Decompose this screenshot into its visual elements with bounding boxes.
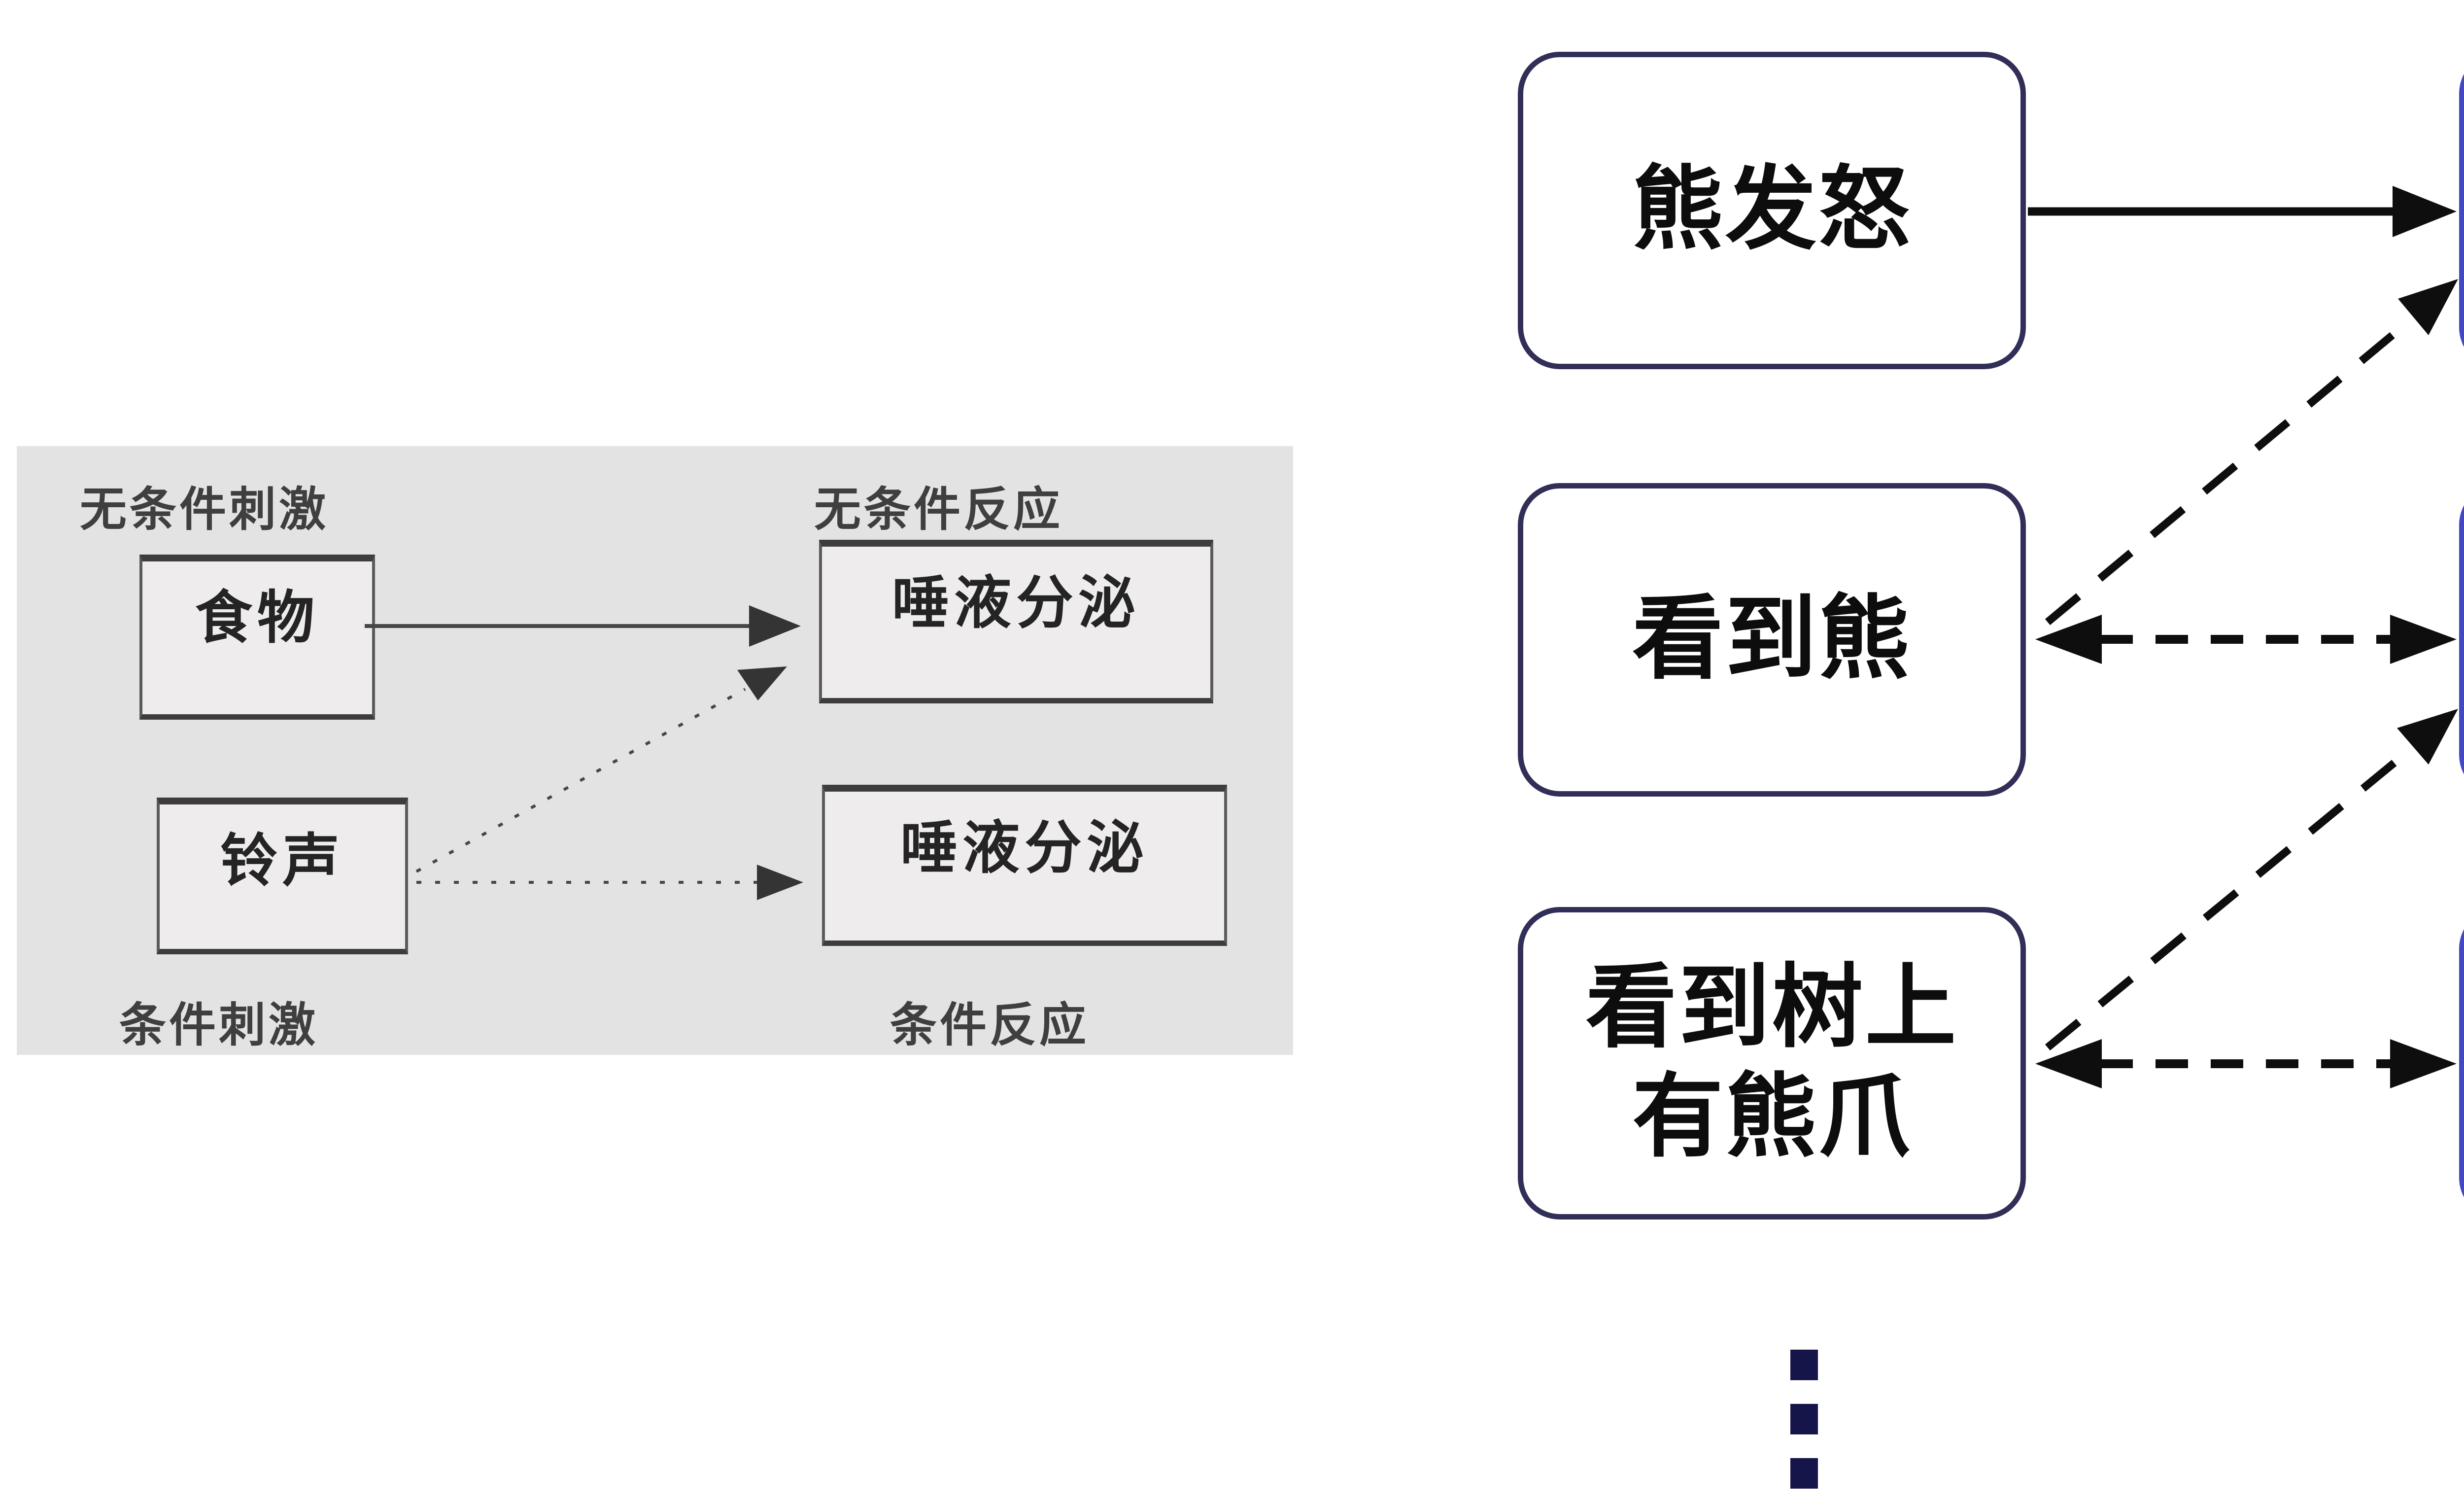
ellipsis-dot [1790,1458,1818,1489]
node-see-bear: 看到熊 [1518,483,2026,797]
box-food: 食物 [139,555,375,720]
arrow-bear-to-reward [2028,186,2457,237]
ellipsis-left-column [1790,1350,1818,1489]
node-see-claw-marks-label: 看到树上 有熊爪 [1586,954,1958,1173]
arrow-bell-to-salivation-diagonal [415,666,787,873]
classical-conditioning-panel: 无条件刺激 无条件反应 食物 唾液分泌 铃声 唾液分泌 条件刺激 条件反应 [17,446,1293,1055]
box-salivation-unconditioned-label: 唾液分泌 [892,571,1140,635]
node-see-claw-marks: 看到树上 有熊爪 [1518,907,2026,1220]
arrow-claw-vs-state [2035,1039,2457,1088]
arrow-see-bear-to-reward [2045,279,2458,626]
label-unconditioned-stimulus: 无条件刺激 [80,484,329,536]
box-bell-label: 铃声 [220,829,344,893]
ellipsis-dot [1790,1350,1818,1380]
ellipsis-dot [1790,1404,1818,1434]
box-salivation-conditioned: 唾液分泌 [822,785,1227,946]
node-bear-angry: 熊发怒 [1518,52,2026,369]
node-see-bear-label: 看到熊 [1632,589,1912,690]
box-salivation-unconditioned: 唾液分泌 [819,540,1213,703]
arrow-bell-to-salivation-horizontal [416,865,803,900]
label-conditioned-response: 条件反应 [890,999,1090,1051]
arrow-claw-to-vs-next [2045,709,2458,1051]
claw-line-2: 有熊爪 [1632,1067,1912,1168]
label-conditioned-stimulus: 条件刺激 [119,999,319,1051]
arrow-food-to-salivation [365,605,801,647]
box-food-label: 食物 [195,586,319,650]
box-bell: 铃声 [157,798,408,954]
box-salivation-conditioned-label: 唾液分泌 [900,816,1149,880]
claw-line-1: 看到树上 [1585,958,1958,1059]
arrow-see-bear-vs-next [2035,615,2457,664]
label-unconditioned-response: 无条件反应 [814,484,1063,536]
node-bear-angry-label: 熊发怒 [1632,160,1912,261]
